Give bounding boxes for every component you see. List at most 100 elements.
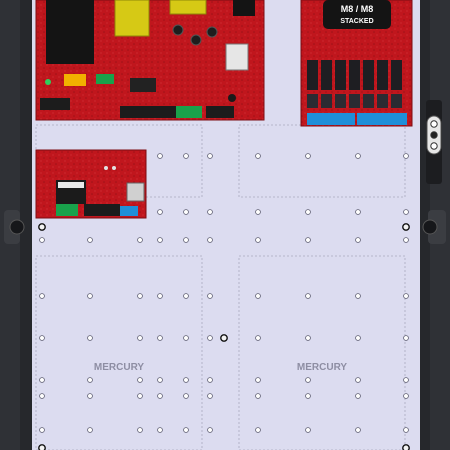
mounting-hole	[403, 237, 409, 243]
psu-relay	[96, 74, 114, 84]
mounting-hole	[207, 393, 213, 399]
mounting-hole	[87, 427, 93, 433]
relay-bank	[307, 60, 402, 108]
psu-jumper	[228, 94, 236, 102]
tamper-screw-top	[430, 120, 438, 128]
relay-module-lower	[391, 94, 402, 108]
relay-module	[307, 60, 318, 90]
mounting-hole	[183, 153, 189, 159]
controller-led-2	[112, 166, 116, 170]
psu-terminal-green[interactable]	[176, 106, 202, 118]
mounting-hole	[305, 153, 311, 159]
mounting-hole	[183, 427, 189, 433]
psu-transformer-2	[169, 0, 207, 15]
relay-module	[363, 60, 374, 90]
controller-led-1	[104, 166, 108, 170]
mounting-hole	[355, 427, 361, 433]
mounting-hole	[305, 335, 311, 341]
mounting-hole	[255, 153, 261, 159]
mounting-hole	[137, 377, 143, 383]
mounting-hole	[137, 335, 143, 341]
mounting-hole	[403, 377, 409, 383]
relay-module	[335, 60, 346, 90]
mounting-hole	[87, 393, 93, 399]
mounting-hole	[39, 393, 45, 399]
mounting-hole	[305, 237, 311, 243]
psu-capacitor-1	[172, 24, 184, 36]
mounting-hole	[207, 293, 213, 299]
psu-terminal-right[interactable]	[206, 106, 234, 118]
psu-terminal-mid[interactable]	[120, 106, 176, 118]
mounting-hole	[87, 237, 93, 243]
mounting-hole	[137, 393, 143, 399]
controller-terminal-black[interactable]	[84, 204, 120, 216]
power-supply-board[interactable]	[35, 0, 265, 121]
relay-terminal-right[interactable]	[357, 113, 407, 125]
controller-ethernet-port[interactable]	[126, 182, 145, 202]
relay-module-lower	[335, 94, 346, 108]
psu-capacitor-3	[206, 26, 218, 38]
mounting-hole	[355, 393, 361, 399]
mounting-hole	[137, 293, 143, 299]
mounting-hole	[255, 427, 261, 433]
psu-transformer	[114, 0, 150, 37]
relay-module	[377, 60, 388, 90]
tamper-screw-bot	[430, 142, 438, 150]
mounting-hole	[183, 237, 189, 243]
psu-ic	[130, 78, 156, 92]
relay-module-lower	[377, 94, 388, 108]
mounting-hole	[39, 237, 45, 243]
mounting-hole	[157, 393, 163, 399]
mounting-hole	[157, 377, 163, 383]
standoff-screw	[402, 444, 410, 450]
mounting-hole	[305, 209, 311, 215]
relay-terminal-left[interactable]	[307, 113, 355, 125]
mounting-hole	[403, 335, 409, 341]
mounting-hole	[355, 377, 361, 383]
mounting-hole	[403, 153, 409, 159]
standoff-screw	[38, 223, 46, 231]
mounting-hole	[255, 209, 261, 215]
mounting-hole	[157, 153, 163, 159]
zone-top-right	[238, 124, 406, 198]
left-hinge-hole	[9, 219, 25, 235]
mounting-hole	[355, 237, 361, 243]
psu-heatsink	[46, 0, 94, 64]
relay-module-lower	[321, 94, 332, 108]
mounting-hole	[355, 209, 361, 215]
mounting-hole	[403, 427, 409, 433]
mounting-holes	[38, 153, 410, 450]
relay-board-label-bg	[323, 0, 391, 29]
mounting-hole	[157, 237, 163, 243]
relay-board-label-line1: M8 / M8	[341, 4, 374, 14]
mounting-hole	[207, 427, 213, 433]
controller-logo	[58, 182, 84, 188]
mounting-hole	[355, 335, 361, 341]
controller-board[interactable]	[35, 149, 147, 219]
mounting-hole	[403, 293, 409, 299]
controller-terminal-green[interactable]	[56, 204, 78, 216]
mounting-hole	[255, 377, 261, 383]
mounting-hole	[39, 293, 45, 299]
mounting-hole	[39, 427, 45, 433]
psu-led	[45, 79, 51, 85]
mounting-hole	[305, 293, 311, 299]
relay-module-lower	[349, 94, 360, 108]
relay-module	[391, 60, 402, 90]
mounting-hole	[183, 393, 189, 399]
mounting-hole	[207, 153, 213, 159]
standoff-screw	[402, 223, 410, 231]
mounting-hole	[183, 293, 189, 299]
controller-terminal-blue[interactable]	[120, 206, 138, 216]
mounting-hole	[87, 377, 93, 383]
relay-board-label-line2: STACKED	[340, 18, 373, 25]
mounting-hole	[87, 335, 93, 341]
mounting-hole	[39, 335, 45, 341]
mounting-hole	[157, 209, 163, 215]
relay-board[interactable]: M8 / M8 STACKED	[300, 0, 413, 127]
zone-label-left: MERCURY	[94, 362, 145, 373]
mounting-hole	[207, 237, 213, 243]
mounting-hole	[183, 335, 189, 341]
psu-terminal-left[interactable]	[40, 98, 70, 110]
psu-capacitor-2	[190, 34, 202, 46]
